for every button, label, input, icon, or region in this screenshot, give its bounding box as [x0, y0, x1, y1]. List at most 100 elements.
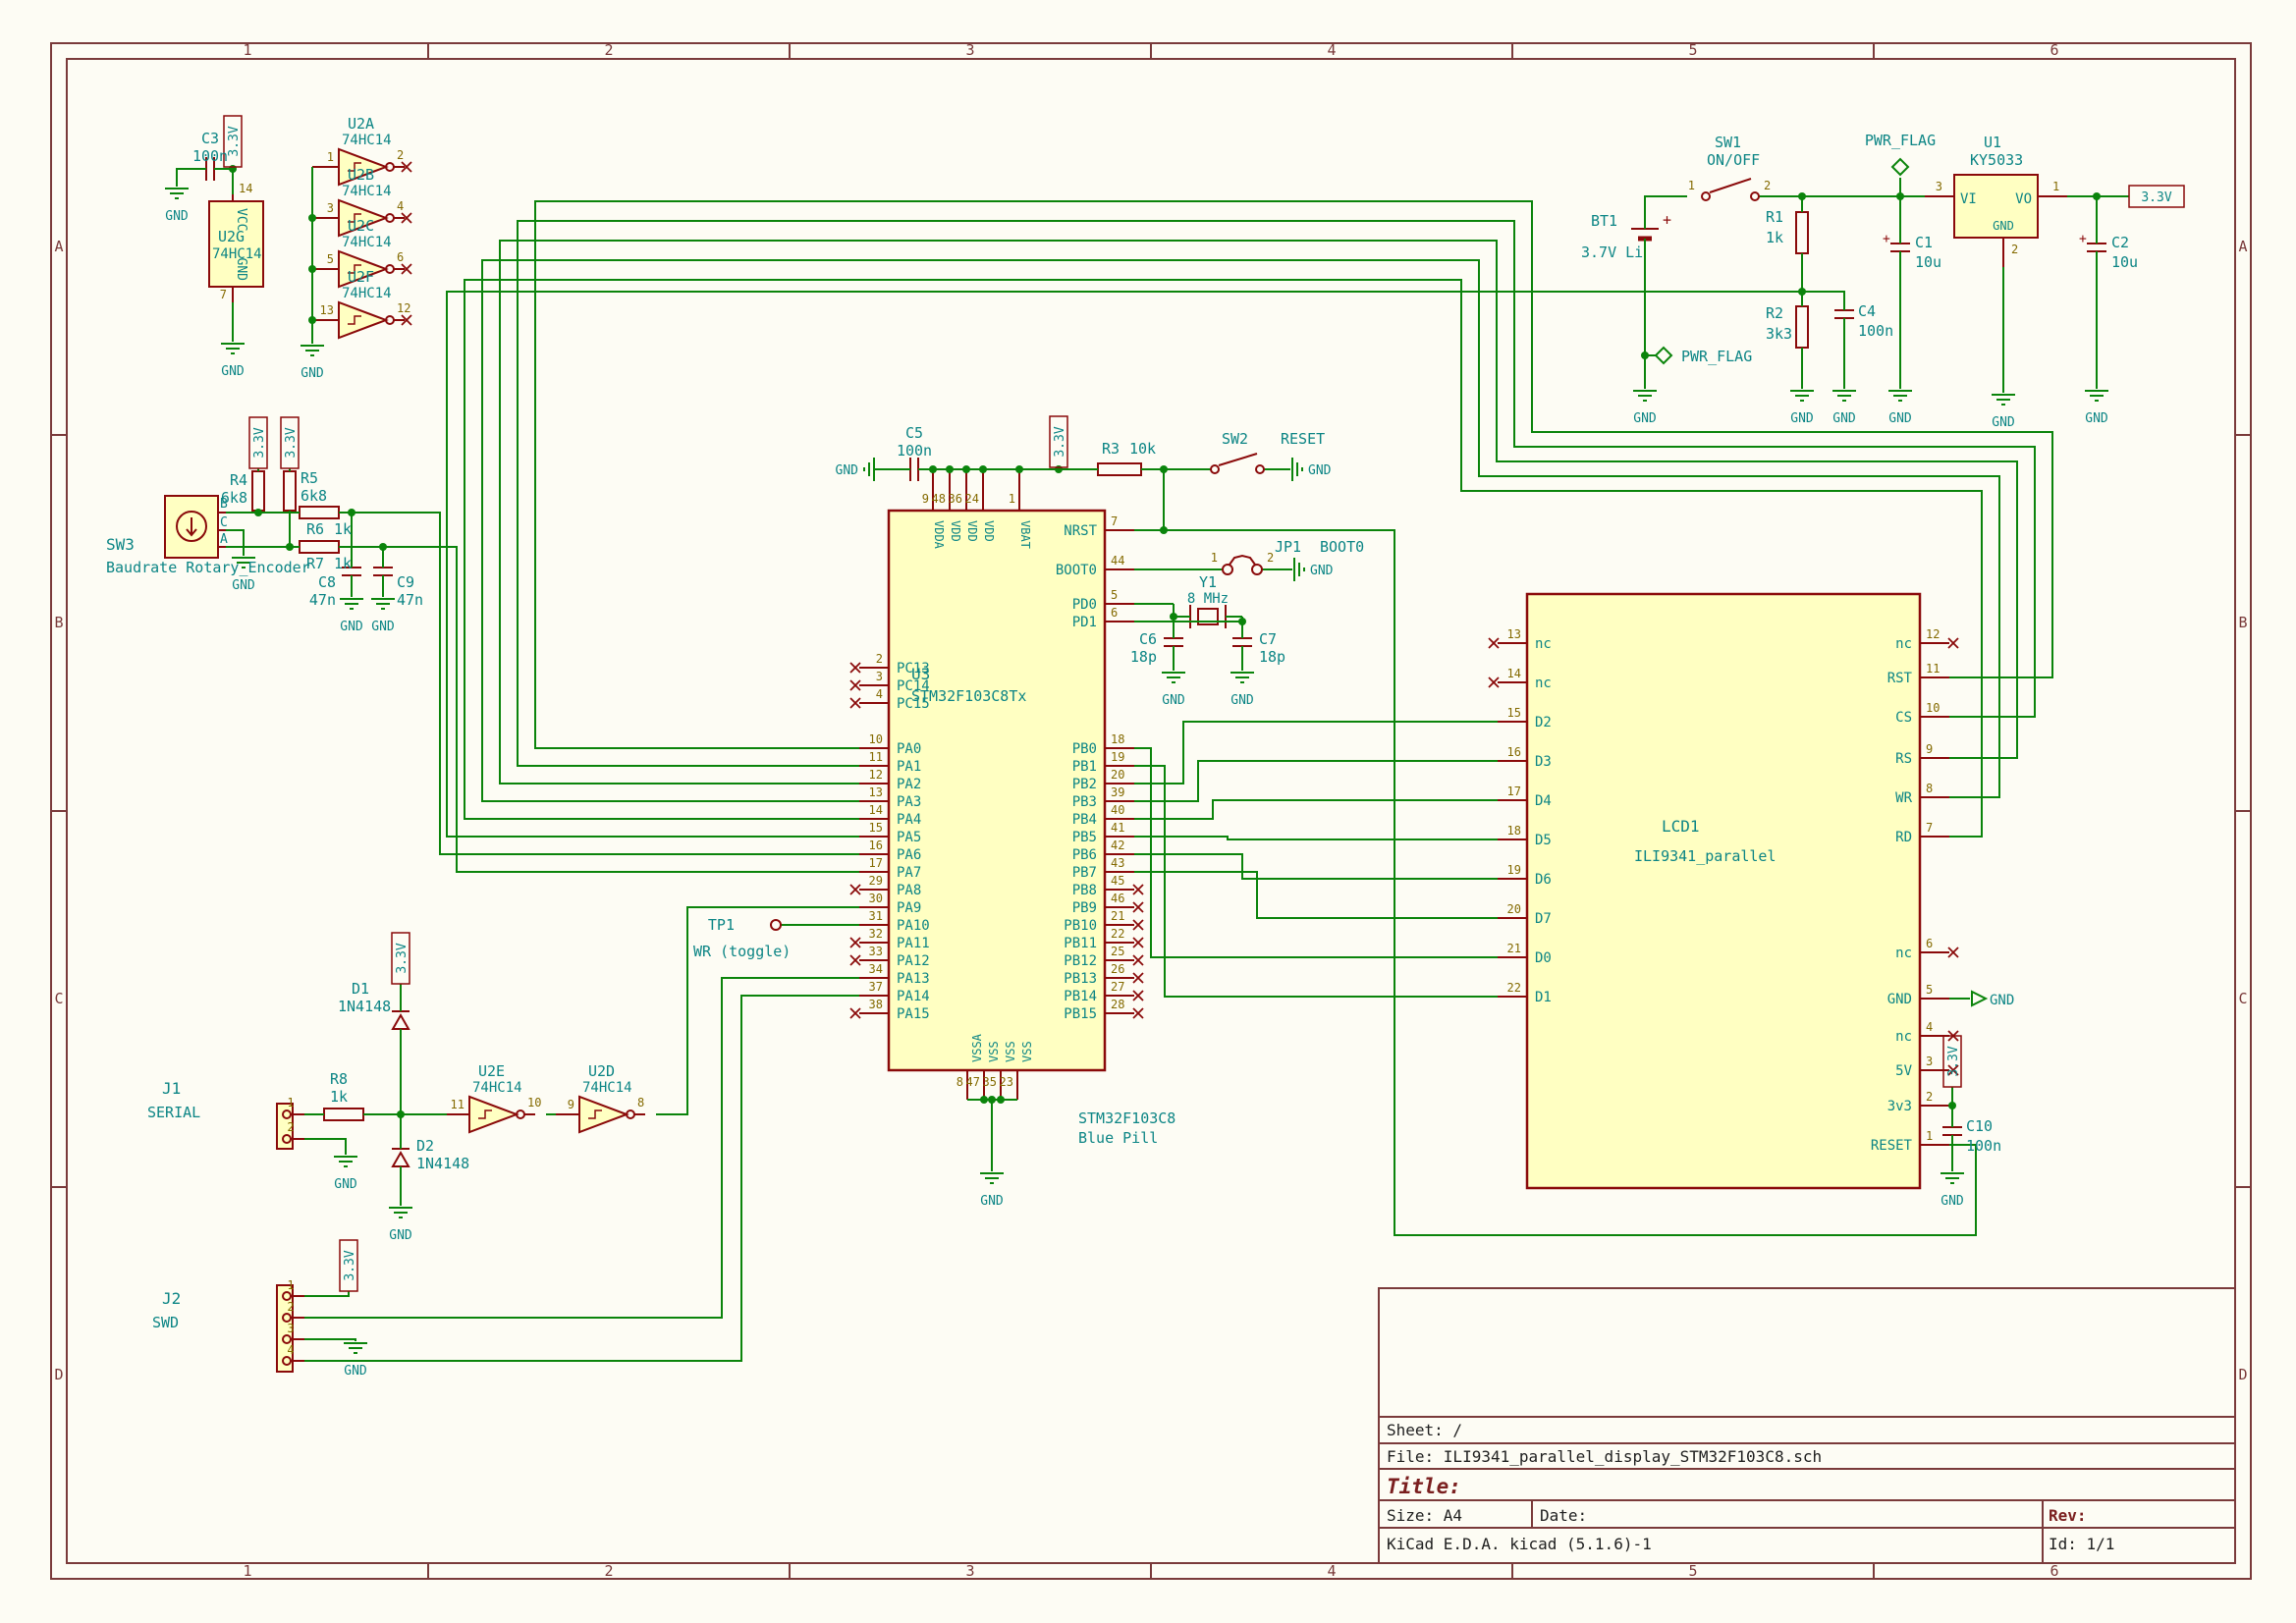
component-U2G[interactable] [208, 200, 264, 288]
pin-name: nc [1535, 636, 1552, 652]
wire[interactable] [304, 1338, 356, 1341]
pin-name: PB7 [1072, 865, 1097, 881]
pin-name: D5 [1535, 833, 1552, 848]
power-port-3v3[interactable] [280, 416, 300, 469]
wire[interactable] [176, 168, 206, 187]
wire[interactable] [481, 259, 2000, 802]
pin-number: 18 [1507, 824, 1521, 838]
wire[interactable] [304, 977, 859, 1319]
wire[interactable] [1164, 529, 1977, 1236]
title-block-size: Size: A4 [1387, 1506, 1462, 1525]
schematic-text: R7 [306, 555, 324, 572]
wire[interactable] [1134, 747, 1498, 958]
wire[interactable] [656, 906, 859, 1115]
junction-dot [979, 465, 987, 473]
gnd-label: GND [1308, 463, 1332, 478]
gnd-arrow[interactable] [1971, 990, 1989, 1007]
contact-circle[interactable] [282, 1334, 292, 1344]
gnd-label: GND [340, 620, 363, 634]
schematic-text: 1 [287, 1096, 294, 1109]
component-U1[interactable] [1953, 174, 2039, 239]
wire[interactable] [464, 279, 1983, 838]
junction-dot [348, 509, 355, 516]
contact-circle[interactable] [282, 1356, 292, 1366]
wire[interactable] [304, 1291, 350, 1297]
component-U3[interactable] [887, 509, 1107, 1072]
power-port-3v3[interactable] [2128, 185, 2185, 208]
pin-number: 13 [1507, 627, 1521, 641]
pin-number: 48 [932, 492, 946, 506]
pin-name: VDD [949, 520, 962, 542]
pin-number: 20 [1507, 902, 1521, 916]
schematic-text: 14 [239, 182, 252, 195]
wire[interactable] [1134, 760, 1498, 802]
component-J2[interactable] [276, 1284, 294, 1373]
schematic-text: VI [1960, 191, 1977, 207]
wire[interactable] [304, 1138, 347, 1155]
wire[interactable] [1134, 853, 1498, 880]
power-port-3v3[interactable] [339, 1239, 358, 1292]
symbol-line [1229, 554, 1256, 566]
pin-name: nc [1895, 946, 1912, 961]
pwr-flag[interactable] [1890, 157, 1910, 177]
contact-circle[interactable] [282, 1109, 292, 1119]
contact-circle[interactable] [1255, 464, 1265, 474]
wire[interactable] [1134, 836, 1498, 840]
wire[interactable] [339, 512, 859, 855]
contact-circle[interactable] [282, 1134, 292, 1144]
contact-circle[interactable] [770, 919, 782, 931]
pin-name: PB14 [1064, 989, 1097, 1004]
wire[interactable] [1134, 799, 1498, 820]
schematic-text: BT1 [1591, 212, 1617, 230]
contact-circle[interactable] [1701, 191, 1711, 201]
gnd-label: GND [1888, 411, 1912, 426]
no-connect-x [849, 884, 861, 895]
wire[interactable] [446, 291, 1802, 838]
schematic-text: 2 [1267, 551, 1274, 565]
contact-circle[interactable] [176, 511, 207, 542]
wire[interactable] [304, 995, 859, 1362]
pin-number: 1 [327, 150, 334, 164]
pin-number: 11 [1926, 662, 1940, 676]
schematic-text: C2 [2111, 234, 2129, 251]
wire[interactable] [499, 240, 2018, 784]
frame-row-label: A [54, 238, 63, 255]
power-port-3v3[interactable] [391, 932, 410, 985]
wire[interactable] [1134, 721, 1498, 784]
contact-circle[interactable] [1210, 464, 1220, 474]
schematic-text: B [220, 497, 228, 512]
contact-circle[interactable] [1750, 191, 1760, 201]
frame-column-label: 3 [965, 1562, 974, 1580]
contact-circle[interactable] [1222, 564, 1233, 575]
pin-name: D3 [1535, 754, 1552, 770]
wire[interactable] [517, 220, 2036, 767]
pin-name: PB5 [1072, 830, 1097, 845]
pin-name: PB10 [1064, 918, 1097, 934]
pin-name: VBAT [1018, 520, 1032, 549]
contact-circle[interactable] [1251, 564, 1263, 575]
contact-circle[interactable] [282, 1291, 292, 1301]
pwr-flag[interactable] [1654, 346, 1673, 365]
power-port-3v3[interactable] [223, 115, 243, 168]
contact-circle[interactable] [282, 1313, 292, 1323]
component-Y1[interactable] [1197, 608, 1219, 625]
junction-dot [997, 1096, 1005, 1104]
wire[interactable] [1644, 195, 1687, 229]
wire[interactable] [339, 546, 859, 873]
wire[interactable] [1802, 291, 1845, 310]
power-port-3v3[interactable] [1942, 1035, 1962, 1088]
power-port-3v3[interactable] [1049, 415, 1068, 468]
schematic-text: 3.7V Li [1581, 243, 1643, 261]
component-LCD1[interactable] [1525, 592, 1922, 1190]
schematic-text: 2 [287, 1300, 294, 1314]
wire[interactable] [534, 200, 2053, 749]
symbol-line [1709, 178, 1752, 193]
component-J1[interactable] [276, 1103, 294, 1150]
title-block-grid [1378, 1287, 2235, 1563]
wire[interactable] [1134, 871, 1498, 919]
pin-name: RST [1887, 671, 1913, 686]
wire[interactable] [1134, 765, 1498, 998]
gnd-label: GND [1162, 693, 1185, 708]
power-port-3v3[interactable] [248, 416, 268, 469]
